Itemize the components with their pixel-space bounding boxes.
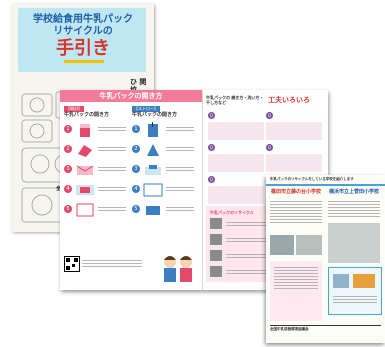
photo-icon: [210, 218, 222, 229]
step-text-lines: [98, 205, 126, 215]
photo-icon: [296, 235, 322, 255]
opening-column-right: 【ストロー】 牛乳パックの開き方 1 2 3 4 5: [132, 106, 196, 246]
tip-box: Q: [208, 144, 266, 174]
step-row: 2: [64, 142, 128, 160]
photo-icon: [353, 274, 375, 288]
step-row: 5: [64, 202, 128, 220]
step-text-lines: [98, 185, 126, 195]
process-diagram-box: [328, 267, 382, 315]
carton-step-icon: [143, 183, 163, 197]
carton-step-icon: [148, 122, 158, 137]
opening-column-left: 【開封】 牛乳パックの開き方 1 2 3 4 5: [64, 106, 128, 246]
photo-icon: [210, 234, 222, 245]
tip-box: Q: [208, 112, 266, 142]
carton-step-icon: [76, 185, 94, 195]
step-text-lines: [98, 125, 126, 135]
page-fold: [202, 90, 203, 290]
left-page-header: [60, 90, 202, 102]
step-row: 3: [132, 162, 196, 180]
footer-text-lines: [82, 258, 142, 269]
photo-icon: [333, 274, 349, 288]
step-row: 2: [132, 142, 196, 160]
cover-title-underline: [64, 60, 104, 63]
step-row: 1: [64, 122, 128, 140]
step-text-lines: [98, 165, 126, 175]
right-article-text: [328, 199, 380, 219]
step-row: 3: [64, 162, 128, 180]
front-top-text: 牛乳パックのリサイクルをしている学校を紹介します: [270, 177, 354, 181]
step-number-icon: 2: [64, 145, 72, 153]
step-number-icon: 4: [64, 185, 72, 193]
column-title: 牛乳パックの開き方: [132, 112, 178, 118]
step-number-icon: 3: [132, 165, 140, 173]
photo-icon: [210, 250, 222, 261]
step-number-icon: 1: [64, 125, 72, 133]
tip-box: Q: [266, 112, 324, 142]
tip-box: Q: [266, 144, 324, 174]
left-page-footer: [64, 252, 198, 286]
cover-main-title: 手引き: [56, 38, 110, 59]
right-page-label: 牛乳パックの 開き方・洗い方・干し方など: [206, 95, 264, 105]
carton-step-icon: [146, 206, 160, 215]
school-title-right: 横浜市立上菅田小学校: [328, 189, 379, 195]
footer-rule: [270, 325, 381, 326]
step-number-icon: 1: [132, 125, 140, 133]
photo-icon: [270, 235, 294, 255]
carton-step-icon: [78, 145, 92, 157]
qr-code-icon: [64, 256, 80, 272]
column-tag: 【ストロー】: [132, 106, 160, 112]
step-row: 5: [132, 202, 196, 220]
tip-box: Q: [208, 176, 266, 206]
step-text-lines: [98, 145, 126, 155]
step-text-lines: [166, 125, 194, 135]
column-title: 牛乳パックの開き方: [64, 112, 110, 118]
photo-icon: [328, 223, 380, 263]
right-page-title: 工夫いろいろ: [268, 96, 310, 104]
carton-step-icon: [147, 144, 159, 156]
step-row: 4: [132, 182, 196, 200]
school-info-box: [270, 261, 322, 321]
step-row: 1: [132, 122, 196, 140]
school-title-left: 篠田市立藤の台小学校: [270, 189, 321, 195]
step-number-icon: 3: [64, 165, 72, 173]
children-illustration: [164, 256, 192, 282]
column-tag: 【開封】: [64, 106, 84, 112]
step-text-lines: [166, 185, 194, 195]
carton-step-icon: [76, 203, 94, 217]
carton-step-icon: [80, 124, 90, 137]
cover-title-line2: リサイクルの: [53, 26, 113, 37]
step-number-icon: 4: [132, 185, 140, 193]
step-text-lines: [166, 145, 194, 155]
front-footer-text: 全国牛乳容器環境協議会: [270, 327, 309, 331]
step-text-lines: [166, 205, 194, 215]
carton-step-icon: [145, 165, 161, 175]
front-page: 牛乳パックのリサイクルをしている学校を紹介します 篠田市立藤の台小学校 横浜市立…: [266, 175, 385, 343]
step-text-lines: [166, 165, 194, 175]
carton-step-icon: [76, 165, 94, 175]
recycle-info-title: 牛乳パックのリサイクル: [210, 210, 254, 215]
cover-title-line1: 学校給食用牛乳パック: [33, 14, 133, 25]
step-number-icon: 5: [64, 205, 72, 213]
left-article-text: [270, 199, 322, 225]
photo-icon: [210, 266, 222, 277]
step-number-icon: 2: [132, 145, 140, 153]
front-band: [266, 184, 385, 186]
left-page-title: 牛乳パックの開き方: [99, 92, 163, 100]
step-number-icon: 5: [132, 205, 140, 213]
step-row: 4: [64, 182, 128, 200]
